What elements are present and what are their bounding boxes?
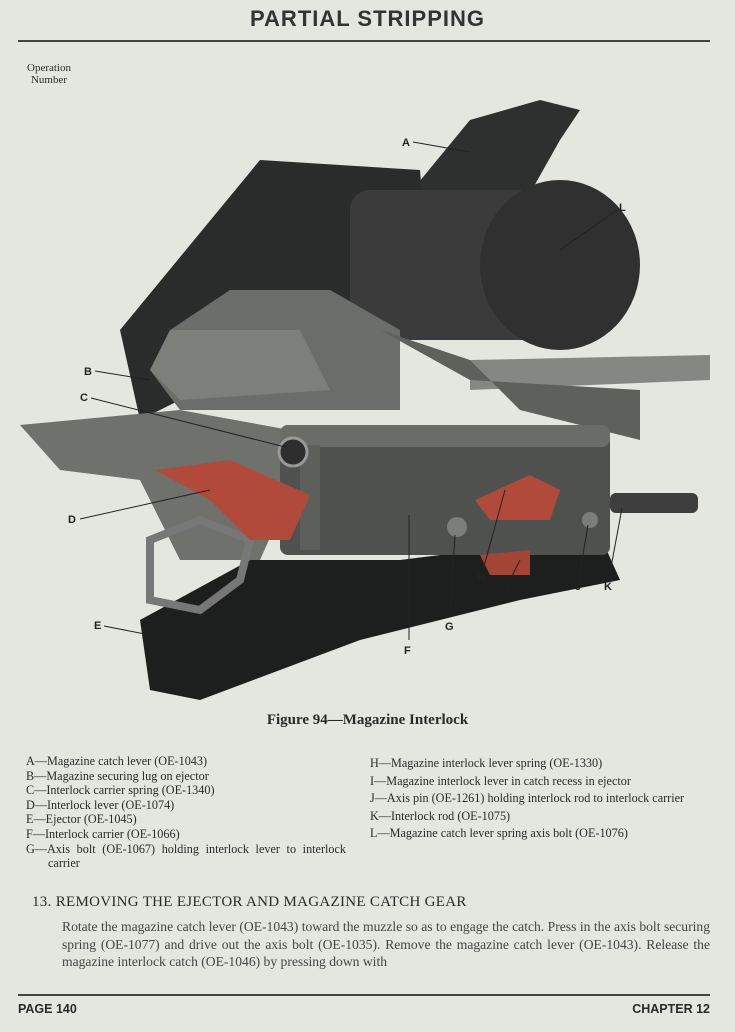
legend-item: C—Interlock carrier spring (OE-1340) <box>26 783 215 798</box>
callout-l: L <box>619 202 626 214</box>
footer-rule <box>18 994 710 996</box>
figure-caption: Figure 94—Magazine Interlock <box>266 712 469 728</box>
section-body: Rotate the magazine catch lever (OE-1043… <box>62 919 710 969</box>
page-title: PARTIAL STRIPPING <box>250 6 485 31</box>
header-rule <box>18 40 710 42</box>
magazine-interlock-illustration: A B C D E F G H I J K L <box>20 100 710 700</box>
callout-h: H <box>477 571 485 583</box>
legend-right: H—Magazine interlock lever spring (OE-13… <box>370 756 715 841</box>
callout-a: A <box>402 137 410 149</box>
callout-j: J <box>575 581 581 593</box>
legend-item: K—Interlock rod (OE-1075) <box>370 808 511 823</box>
legend-item: B—Magazine securing lug on ejector <box>26 768 209 783</box>
operation-number-label: Operation Number <box>27 62 71 86</box>
callout-e: E <box>94 620 101 632</box>
legend-item: D—Interlock lever (OE-1074) <box>26 797 175 812</box>
legend-item: F—Interlock carrier (OE-1066) <box>26 826 180 841</box>
legend-item: H—Magazine interlock lever spring (OE-13… <box>370 756 603 770</box>
legend-item: E—Ejector (OE-1045) <box>26 812 137 827</box>
chapter-label: CHAPTER 12 <box>632 1002 710 1016</box>
legend-item: G—Axis bolt (OE-1067) holding interlock … <box>26 841 346 871</box>
callout-b: B <box>84 366 92 378</box>
callout-c: C <box>80 392 88 404</box>
legend-item: I—Magazine interlock lever in catch rece… <box>370 773 631 788</box>
section-heading: 13. REMOVING THE EJECTOR AND MAGAZINE CA… <box>32 894 467 910</box>
callout-k: K <box>604 581 612 593</box>
callout-d: D <box>68 514 76 526</box>
legend-left: A—Magazine catch lever (OE-1043) B—Magaz… <box>26 754 346 871</box>
callout-i: I <box>507 583 510 595</box>
legend-item: J—Axis pin (OE-1261) holding interlock r… <box>370 791 685 806</box>
callout-g: G <box>445 621 454 633</box>
legend-item: L—Magazine catch lever spring axis bolt … <box>370 826 628 841</box>
callout-f: F <box>404 645 411 657</box>
legend-item: A—Magazine catch lever (OE-1043) <box>26 754 208 768</box>
page-number: PAGE 140 <box>18 1002 77 1016</box>
